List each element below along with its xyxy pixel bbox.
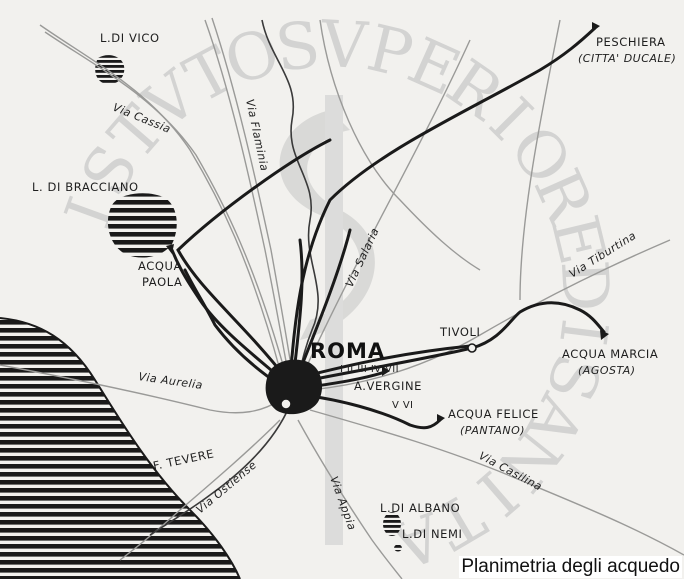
road-aurelia	[0, 364, 281, 414]
aqueduct-peschiera	[288, 26, 597, 382]
label-felice: ACQUA FELICE	[448, 407, 539, 421]
label-peschiera: PESCHIERA	[596, 35, 666, 49]
source-markers	[166, 22, 609, 424]
road-cassia-b	[44, 31, 286, 373]
road-flaminia	[204, 19, 289, 373]
road-salaria-b	[304, 39, 471, 371]
caption: Planimetria degli acquedo	[459, 556, 682, 578]
marker-vergine	[382, 366, 390, 376]
rome-city	[265, 359, 323, 415]
label-tivoli: TIVOLI	[439, 325, 481, 339]
watermark-letter: I	[544, 315, 621, 349]
label-paola-2: PAOLA	[142, 275, 182, 289]
label-numerals-top: I II III IV VII	[340, 364, 399, 375]
aqueduct-north-east-2	[292, 238, 304, 374]
road-casilina	[309, 409, 684, 556]
label-vergine: A.VERGINE	[354, 379, 422, 393]
label-paola-1: ACQUA	[138, 259, 182, 273]
label-via-ostiense: Via Ostiense	[194, 458, 260, 516]
aqueducts	[170, 26, 606, 430]
marker-marcia	[600, 330, 609, 340]
lake-bracciano	[107, 193, 177, 258]
aqueduct-peschiera-2	[176, 138, 332, 380]
label-lake-vico: L.DI VICO	[100, 31, 160, 45]
label-lake-bracciano: L. DI BRACCIANO	[32, 180, 139, 194]
watermark-letter: S	[271, 8, 324, 87]
marker-peschiera	[592, 22, 600, 32]
road-extra	[519, 19, 561, 301]
aqueduct-north-east	[296, 228, 352, 377]
marker-tivoli	[467, 343, 477, 353]
road-ostiense	[119, 419, 281, 561]
watermark-letter: V	[318, 8, 371, 85]
marker-paola	[166, 244, 174, 254]
road-flaminia-b	[211, 17, 293, 373]
roads	[0, 17, 684, 579]
label-lake-albano: L.DI ALBANO	[380, 501, 460, 515]
label-felice-sub: (PANTANO)	[460, 424, 525, 437]
aqueduct-felice	[302, 393, 442, 430]
road-tiburtina	[309, 239, 671, 391]
label-lake-nemi: L.DI NEMI	[402, 527, 463, 541]
lake-albano	[383, 512, 401, 536]
lake-nemi	[394, 544, 402, 552]
road-cassia	[39, 24, 281, 371]
aqueduct-tivoli	[296, 344, 472, 380]
road-salaria	[319, 19, 481, 271]
label-marcia: ACQUA MARCIA	[562, 347, 658, 361]
sea	[0, 318, 240, 579]
aqueduct-marcia	[298, 301, 606, 384]
label-via-aurelia: Via Aurelia	[138, 370, 204, 392]
label-roma: ROMA	[310, 339, 385, 363]
marker-felice	[437, 414, 445, 424]
label-river-tevere: F. TEVERE	[152, 446, 216, 473]
aqueduct-paola-2	[183, 268, 282, 387]
river-tevere	[149, 19, 319, 536]
label-peschiera-sub: (CITTA' DUCALE)	[578, 52, 676, 65]
rome-center-marker	[280, 398, 292, 410]
label-via-flaminia: Via Flaminia	[243, 98, 271, 173]
label-marcia-sub: (AGOSTA)	[578, 364, 636, 377]
label-numerals-bottom: V VI	[392, 400, 413, 411]
road-appia	[297, 419, 403, 579]
